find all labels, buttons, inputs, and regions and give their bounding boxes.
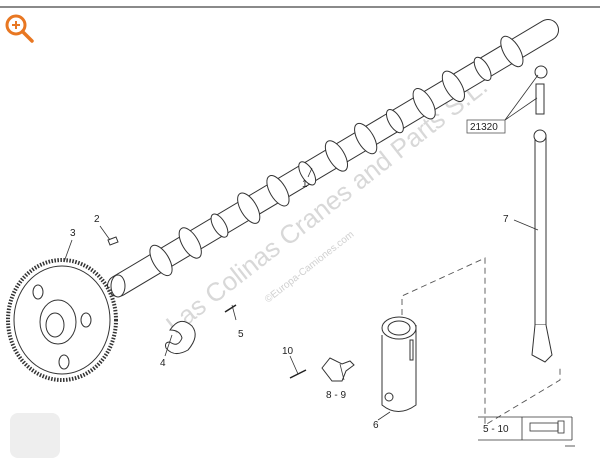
cam-lobe	[386, 109, 404, 134]
tappet	[381, 316, 417, 412]
woodruff-key	[107, 236, 119, 246]
callout-1: 1	[302, 179, 308, 190]
cam-lobe	[473, 56, 492, 81]
camshaft	[107, 19, 559, 298]
cam-lobe	[324, 140, 349, 172]
callout-2: 2	[94, 214, 100, 225]
zoom-in-icon[interactable]	[3, 12, 35, 44]
cam-lobe	[266, 175, 290, 207]
cam-lobe	[354, 122, 378, 155]
torque-table: 5 - 10	[478, 416, 575, 447]
screw-5	[224, 304, 237, 313]
cam-lobe	[178, 227, 202, 259]
watermark: Las Colinas Cranes and Parts S.L. ©Europ…	[160, 71, 493, 340]
callout-5: 5	[238, 329, 244, 340]
callout-4: 4	[160, 358, 166, 369]
callout-3: 3	[70, 228, 76, 239]
leader-lines	[63, 74, 539, 421]
camshaft-end	[110, 274, 126, 298]
torque-table-label: 5 - 10	[483, 424, 509, 435]
timing-gear	[6, 258, 118, 382]
watermark-main: Las Colinas Cranes and Parts S.L.	[160, 71, 493, 340]
callout-6: 6	[373, 420, 379, 431]
cam-lobe	[500, 35, 524, 68]
pushrod	[531, 65, 553, 363]
top-divider	[0, 6, 600, 8]
callout-7: 7	[503, 214, 509, 225]
thrust-plate	[165, 320, 196, 354]
cam-lobe	[210, 213, 229, 238]
cam-lobe	[298, 161, 317, 186]
callout-10: 10	[282, 346, 294, 357]
reference-number: 21320	[470, 122, 498, 133]
cam-lobe	[237, 192, 261, 224]
assembly-dashed-line	[401, 257, 561, 426]
bolt-icon	[529, 420, 565, 434]
callout-8-9: 8 - 9	[326, 390, 346, 401]
reference-box: 21320	[466, 119, 506, 134]
watermark-logo	[10, 413, 60, 458]
cam-lobe	[441, 70, 465, 102]
plate	[321, 357, 355, 382]
cam-lobe	[149, 244, 173, 277]
cam-lobe	[412, 88, 436, 120]
